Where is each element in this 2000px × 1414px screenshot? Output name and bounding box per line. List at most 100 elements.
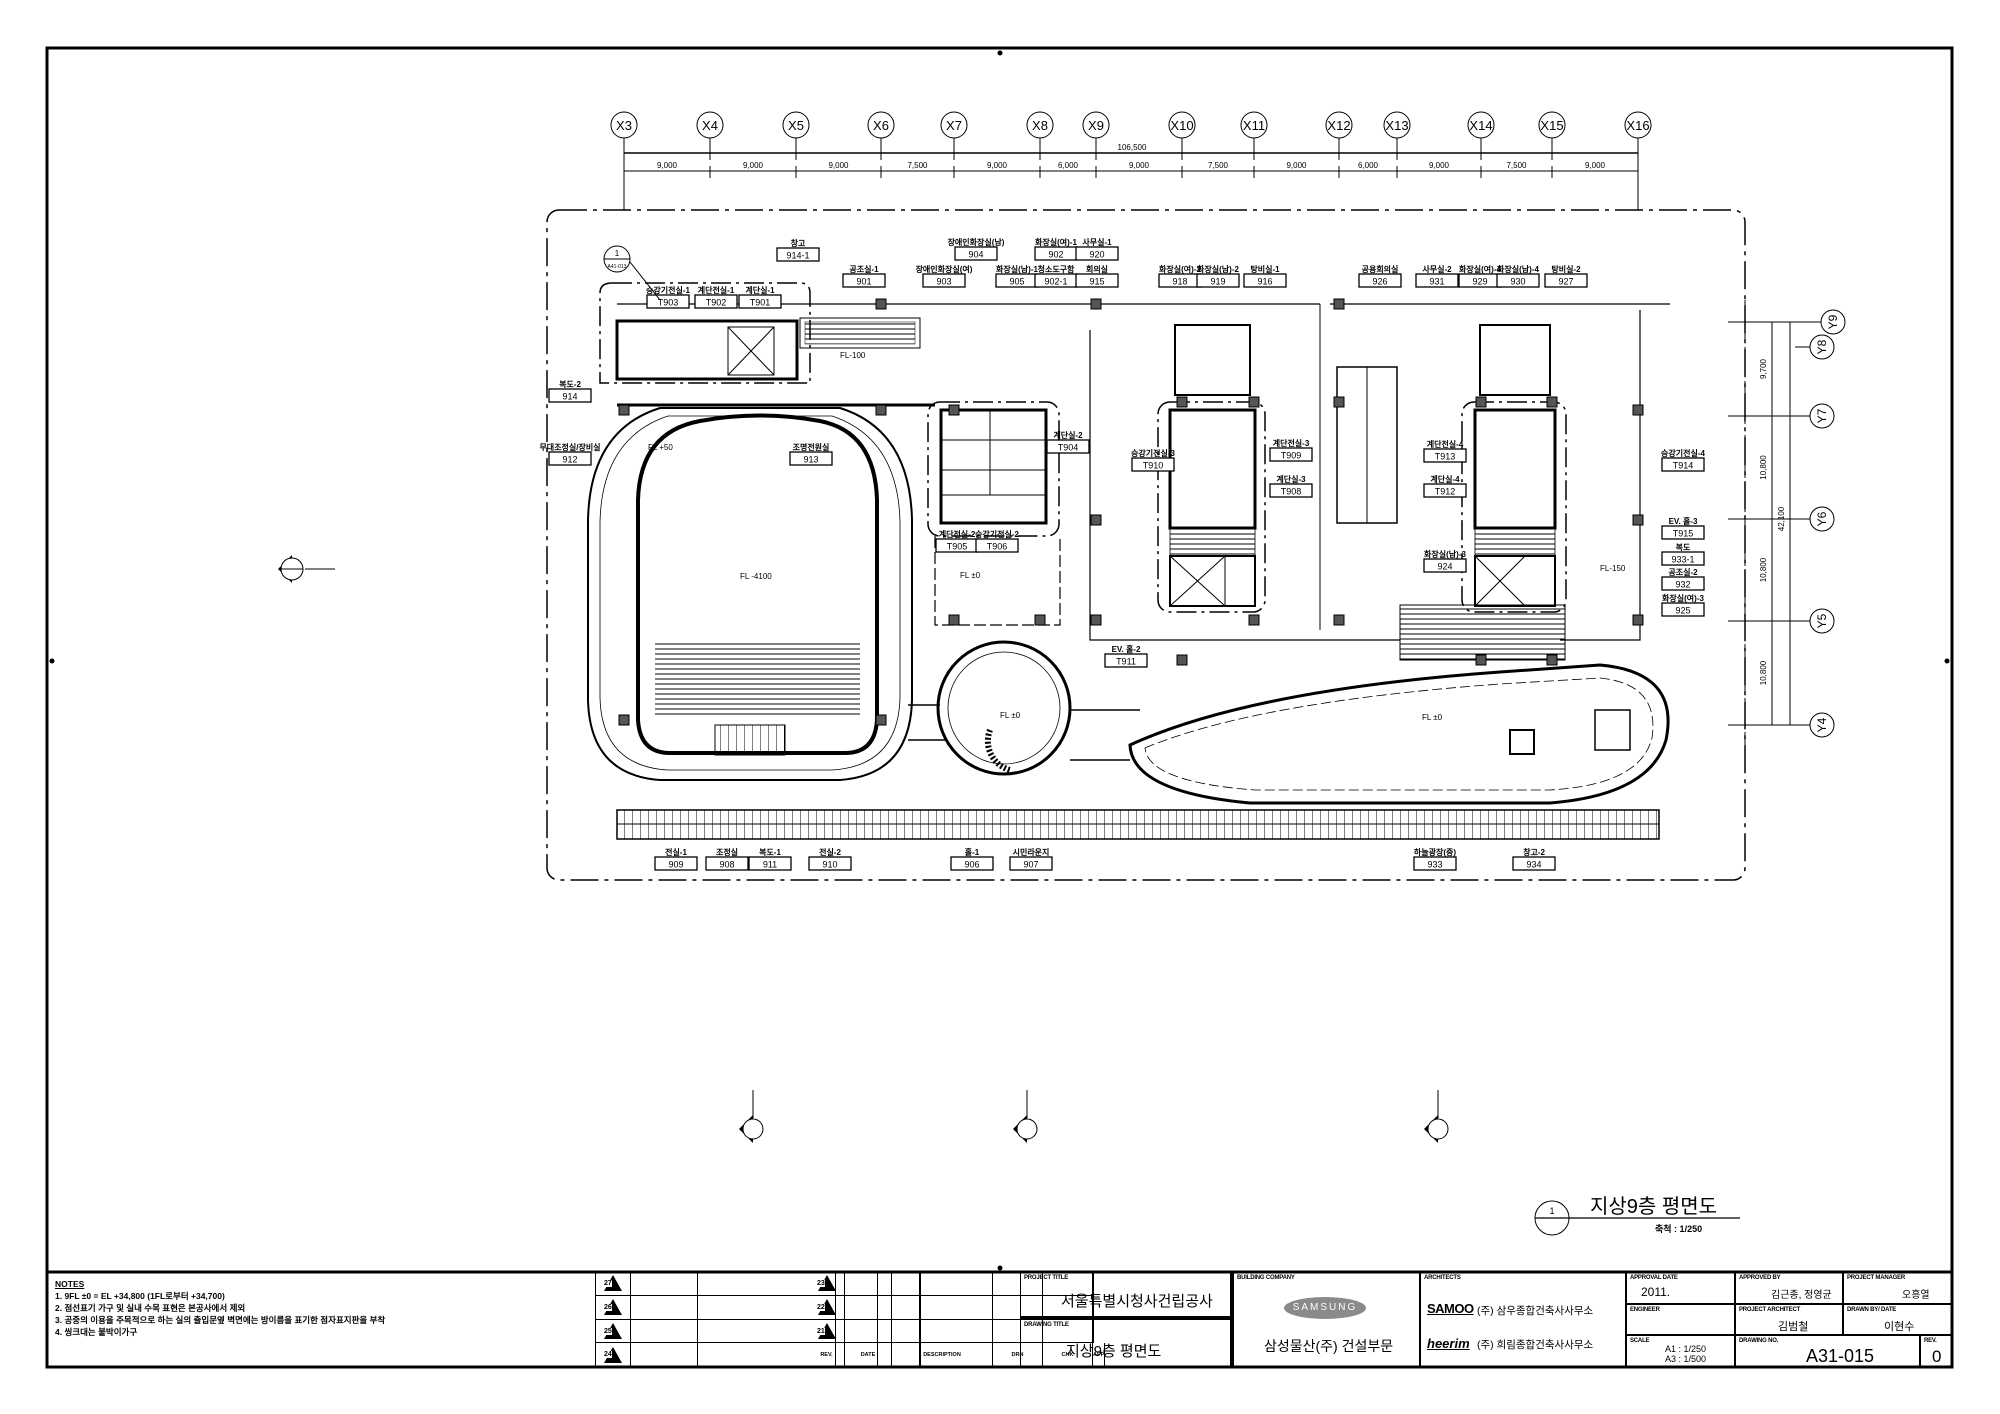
grid-label: X16 bbox=[1626, 118, 1649, 133]
dim-text: 9,000 bbox=[1429, 161, 1450, 170]
room-number: 919 bbox=[1210, 277, 1225, 287]
room-number-box bbox=[1075, 273, 1119, 288]
sky-walkway bbox=[1128, 663, 1670, 805]
room-name: 시민라운지 bbox=[1013, 847, 1050, 857]
grid-bubble bbox=[1624, 111, 1652, 139]
drawing-title: 지상9층 평면도 bbox=[1066, 1343, 1162, 1360]
room-name: 계단전실-3 bbox=[1273, 438, 1310, 448]
room-number-box bbox=[1661, 551, 1705, 566]
room-name: 화장실(남)-2 bbox=[1197, 264, 1239, 274]
auditorium-hall bbox=[636, 413, 879, 755]
revision-cell bbox=[892, 1272, 993, 1296]
room-name: 장애인화장실(남) bbox=[948, 237, 1005, 247]
drawing-title-label: DRAWING TITLE bbox=[1024, 1322, 1069, 1328]
room-name: 승강기전실-2 bbox=[975, 529, 1019, 539]
dim-text: 9,700 bbox=[1759, 358, 1768, 379]
grid-label: X5 bbox=[788, 118, 804, 133]
room-name: 장애인화장실(여) bbox=[916, 264, 973, 274]
room-name: 전실-1 bbox=[665, 847, 687, 857]
revision-cell bbox=[1093, 1319, 1094, 1344]
column bbox=[875, 298, 887, 310]
room-number: 901 bbox=[856, 277, 871, 287]
project-title-label: PROJECT TITLE bbox=[1024, 1275, 1069, 1281]
room-tag: 화장실(남)-2 919 bbox=[1196, 264, 1240, 288]
grid-label: X3 bbox=[616, 118, 632, 133]
room-number: 911 bbox=[763, 860, 777, 870]
column bbox=[618, 404, 630, 416]
auditorium-outer bbox=[587, 407, 913, 781]
room-name: 계단전실-2 bbox=[939, 529, 976, 539]
room-name: 공용회의실 bbox=[1362, 264, 1399, 274]
grid-label: X15 bbox=[1540, 118, 1563, 133]
room-number: 908 bbox=[719, 860, 734, 870]
room-name: 계단전실-1 bbox=[698, 285, 735, 295]
room-number: 916 bbox=[1257, 277, 1272, 287]
room-number: T915 bbox=[1673, 529, 1694, 539]
room-number: 927 bbox=[1558, 277, 1573, 287]
architect1-name: (주) 삼우종합건축사사무소 bbox=[1477, 1305, 1594, 1317]
revision-mark: 25 bbox=[604, 1327, 612, 1335]
room-number: 926 bbox=[1372, 277, 1387, 287]
room-name: 화장실(남)-4 bbox=[1497, 264, 1539, 274]
room-number: T908 bbox=[1281, 487, 1302, 497]
note-item: 3. 공중의 이용을 주목적으로 하는 실의 출입문옆 벽면에는 방이름을 표기… bbox=[55, 1315, 386, 1325]
room-number: 933-1 bbox=[1671, 555, 1694, 565]
level-label: FL -4100 bbox=[740, 572, 772, 581]
revision-cell bbox=[631, 1343, 698, 1367]
room-tag: 장애인화장실(남)904 bbox=[948, 237, 1005, 261]
grid-bubble bbox=[1820, 309, 1846, 335]
grid-label: X12 bbox=[1327, 118, 1350, 133]
dim-text: 9,000 bbox=[828, 161, 849, 170]
room-number-box bbox=[1243, 273, 1287, 288]
room-name: 승강기전실-4 bbox=[1661, 448, 1705, 458]
revision-cell bbox=[993, 1272, 1043, 1296]
grid-label: Y4 bbox=[1815, 717, 1829, 732]
room-number-box bbox=[1661, 525, 1705, 540]
room-number-box bbox=[1046, 439, 1090, 454]
scale-a3: A3 : 1/500 bbox=[1665, 1354, 1707, 1364]
grid-bubble bbox=[610, 111, 638, 139]
column bbox=[875, 714, 887, 726]
column bbox=[1333, 614, 1345, 626]
column bbox=[618, 714, 630, 726]
notes-panel: NOTES 1. 9FL ±0 = EL +34,800 (1FL로부터 +34… bbox=[47, 1272, 595, 1367]
plan-title-scale: 축척 : 1/250 bbox=[1655, 1223, 1702, 1234]
column bbox=[1333, 396, 1345, 408]
room-number-box bbox=[548, 388, 592, 403]
room-number: 933 bbox=[1427, 860, 1442, 870]
grid-label: X6 bbox=[873, 118, 889, 133]
room-number-box bbox=[748, 856, 792, 871]
revision-cell bbox=[845, 1272, 892, 1296]
dim-text: 6,000 bbox=[1358, 161, 1379, 170]
column bbox=[1546, 396, 1558, 408]
project-architect: 김범철 bbox=[1778, 1321, 1809, 1333]
room-number-box bbox=[705, 856, 749, 871]
room-number-box bbox=[1423, 448, 1467, 463]
column bbox=[1090, 298, 1102, 310]
room-number-box bbox=[548, 451, 592, 466]
room-number-box bbox=[1512, 856, 1556, 871]
grid-bubble bbox=[1467, 111, 1495, 139]
room-number: 929 bbox=[1472, 277, 1487, 287]
grid-bubble bbox=[1809, 506, 1835, 532]
approved-by: 김근종, 정영균 bbox=[1771, 1290, 1832, 1301]
room-number-box bbox=[1009, 856, 1053, 871]
revision-cell bbox=[698, 1343, 836, 1367]
column bbox=[1546, 654, 1558, 666]
drawing-number-cell: DRAWING NO. A31-015 bbox=[1735, 1335, 1920, 1367]
room-tag: 하늘광장(중)933 bbox=[1413, 847, 1457, 871]
drawing-title-cell: DRAWING TITLE 지상9층 평면도 bbox=[1020, 1319, 1231, 1367]
room-name: 청소도구함 bbox=[1038, 264, 1075, 274]
revision-cell bbox=[993, 1319, 1043, 1344]
room-number: 914 bbox=[562, 392, 577, 402]
column bbox=[875, 404, 887, 416]
drawing-number-label: DRAWING NO. bbox=[1739, 1338, 1779, 1344]
room-number: 930 bbox=[1510, 277, 1525, 287]
